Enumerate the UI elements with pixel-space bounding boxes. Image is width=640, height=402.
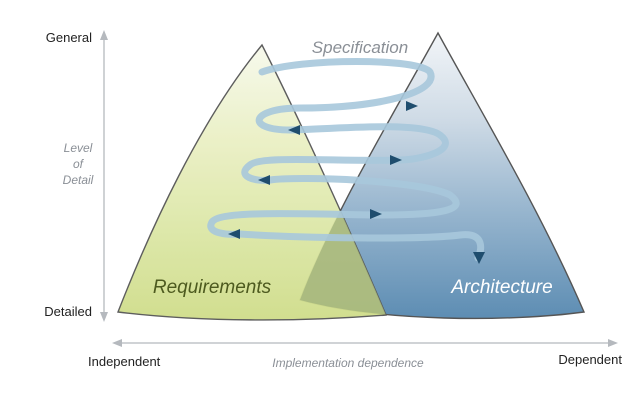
x-axis-right-label: Dependent <box>558 352 622 367</box>
arrow-left-icon <box>258 175 270 185</box>
arrow-right-icon <box>370 209 382 219</box>
arrow-left-icon <box>228 229 240 239</box>
y-axis-title-line-2: of <box>73 157 85 171</box>
y-axis-title-line-3: Detail <box>63 173 94 187</box>
requirements-label: Requirements <box>153 277 272 298</box>
spiral-arrows <box>228 101 485 264</box>
x-axis-left-label: Independent <box>88 354 161 369</box>
architecture-label: Architecture <box>450 277 552 298</box>
arrow-right-icon <box>406 101 418 111</box>
horizontal-axis <box>112 339 618 347</box>
specification-label: Specification <box>312 38 408 57</box>
arrow-down-icon <box>473 252 485 264</box>
arrow-right-icon <box>390 155 402 165</box>
y-axis-title-line-1: Level <box>64 141 93 155</box>
architecture-peak <box>299 31 586 320</box>
arrow-left-icon <box>288 125 300 135</box>
y-axis-top-label: General <box>46 30 92 45</box>
y-axis-bottom-label: Detailed <box>44 304 92 319</box>
x-axis-title: Implementation dependence <box>272 356 424 370</box>
vertical-axis <box>100 30 108 322</box>
